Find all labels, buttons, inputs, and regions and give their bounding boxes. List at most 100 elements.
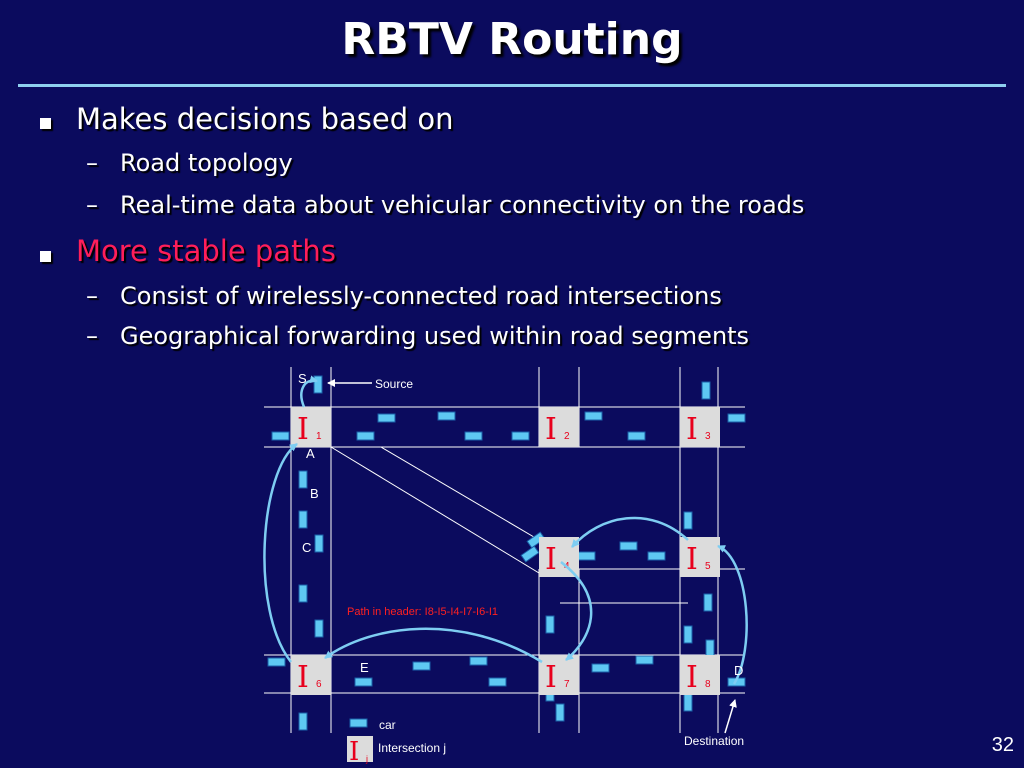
node-e-label: E (360, 660, 369, 675)
node-a-label: A (306, 446, 315, 461)
car-icon (354, 677, 373, 687)
car-icon (526, 531, 546, 549)
slide-title: RBTV Routing (341, 14, 683, 65)
source-label: Source (375, 377, 413, 391)
node-d-label: D (734, 663, 743, 678)
car-icon (584, 411, 603, 421)
car-icon (298, 510, 308, 529)
intersection-glyph: I (545, 542, 557, 577)
intersection-box (680, 407, 720, 447)
intersection-glyph: I (545, 660, 557, 695)
car-icon (683, 693, 693, 712)
car-icon (520, 545, 540, 563)
intersection-glyph: I (297, 660, 309, 695)
car-icon (701, 381, 711, 400)
car-icon (412, 661, 431, 671)
legend-intersection-box (347, 736, 373, 762)
intersection-glyph: I (545, 412, 557, 447)
path-arrow (560, 561, 593, 661)
intersection-glyph: I (686, 412, 698, 447)
diagonal-road-line (330, 446, 540, 574)
intersection-box (680, 655, 720, 695)
destination-pointer-arrow (724, 699, 737, 734)
legend (347, 736, 373, 762)
intersection-index: 5 (705, 561, 711, 572)
intersection-index: 2 (564, 431, 570, 442)
legend-intersection-label: Intersection j (378, 741, 446, 755)
car-icon (298, 584, 308, 603)
path-arrow (300, 375, 318, 408)
car-icon (647, 551, 666, 561)
intersection-box (291, 655, 331, 695)
car-icon (705, 639, 715, 658)
source-node-label: S (298, 371, 307, 386)
car-icon (349, 718, 368, 728)
intersection-glyph: I (686, 660, 698, 695)
car-icon (591, 663, 610, 673)
intersection-box (291, 407, 331, 447)
node-b-label: B (310, 486, 319, 501)
diagonal-roads (330, 446, 540, 574)
path-arrow (717, 544, 748, 685)
car-icon (683, 511, 693, 530)
bullet-square-icon (40, 118, 51, 129)
car-icon (577, 551, 596, 561)
path-arrow (324, 627, 543, 664)
node-c-label: C (302, 540, 311, 555)
dash-icon: – (86, 322, 98, 350)
sub-bullet-item: Geographical forwarding used within road… (120, 322, 750, 350)
intersection-index: 3 (705, 431, 711, 442)
car-icon (437, 411, 456, 421)
sub-bullet-item: Consist of wirelessly-connected road int… (120, 282, 722, 310)
intersection-index: 6 (316, 679, 322, 690)
path-arrow (263, 442, 298, 663)
dash-icon: – (86, 191, 98, 219)
car-icon (314, 619, 324, 638)
intersection-index: 7 (564, 679, 570, 690)
routing-path-group (263, 375, 748, 734)
car-icon (635, 655, 654, 665)
page-number: 32 (991, 734, 1014, 756)
intersection-glyph: I (686, 542, 698, 577)
car-icon (703, 593, 713, 612)
car-icon (488, 677, 507, 687)
bullet-square-icon (40, 251, 51, 262)
dash-icon: – (86, 282, 98, 310)
intersection-box (539, 407, 579, 447)
bullet-item: More stable paths (76, 234, 336, 268)
intersection-index: 8 (705, 679, 711, 690)
path-in-header-label: Path in header: I8-I5-I4-I7-I6-I1 (347, 606, 498, 618)
diagonal-road-line (380, 446, 540, 541)
path-arrow (571, 516, 689, 548)
car-icon (511, 431, 530, 441)
legend-car-label: car (379, 718, 396, 732)
car-icon (313, 375, 323, 394)
car-icon (314, 534, 324, 553)
legend-intersection-glyph: I (349, 737, 359, 767)
sub-bullet-item: Real-time data about vehicular connectiv… (120, 191, 805, 219)
intersection-box (539, 655, 579, 695)
intersection-glyph: I (297, 412, 309, 447)
intersection-index: 1 (316, 431, 322, 442)
car-icon (555, 703, 565, 722)
car-icon (271, 431, 290, 441)
car-icon (356, 431, 375, 441)
intersection-box (680, 537, 720, 577)
car-icon (298, 470, 308, 489)
car-icon (469, 656, 488, 666)
dash-icon: – (86, 149, 98, 177)
car-icon (298, 712, 308, 731)
car-icon (464, 431, 483, 441)
car-icon (545, 615, 555, 634)
car-icon (377, 413, 396, 423)
title-divider (18, 84, 1006, 87)
car-icon (727, 413, 746, 423)
